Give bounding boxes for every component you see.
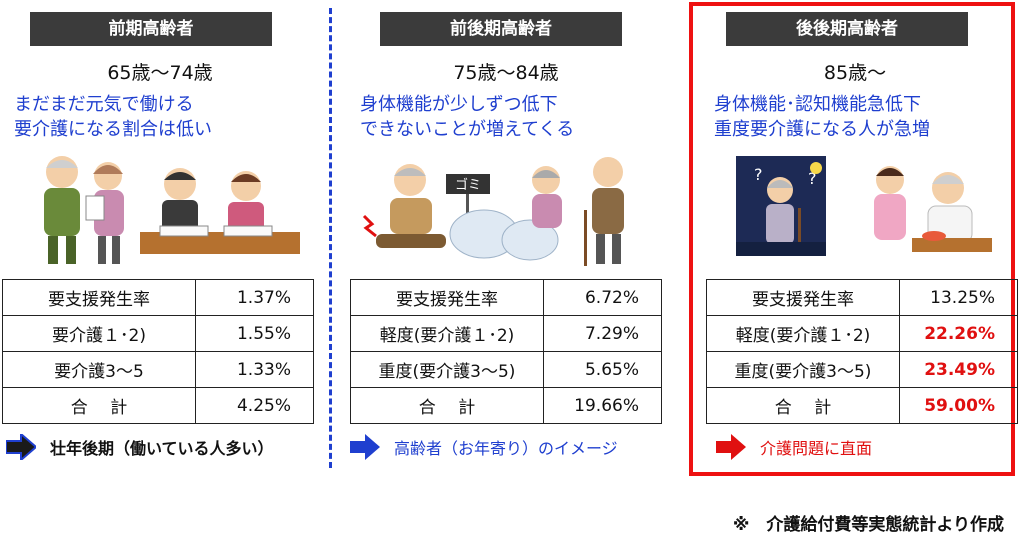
table-row: 軽度(要介護１･2) 22.26% [706,315,1018,352]
source-note: ※ 介護給付費等実態統計より作成 [732,515,1004,535]
arrow-right-icon [716,434,746,460]
description: まだまだ元気で働ける 要介護になる割合は低い [14,94,212,140]
svg-text:?: ? [754,165,763,184]
age-range: 85歳～ [823,62,887,84]
table-row: 要介護3～5 1.33% [2,351,314,388]
table-row: 合 計 59.00% [706,387,1018,424]
dashed-divider [329,8,332,468]
age-range: 65歳～74歳 [107,62,213,84]
table-row: 要支援発生率 1.37% [2,279,314,316]
table-row: 合 計 19.66% [350,387,662,424]
sign-label: ゴミ [455,177,481,193]
column-late-elderly: 後後期高齢者 85歳～ 身体機能･認知機能急低下 重度要介護になる人が急増 ? … [690,0,1020,480]
table-row: 重度(要介護3～5) 5.65% [350,351,662,388]
working-seniors-illustration [44,156,300,264]
table-row: 重度(要介護3～5) 23.49% [706,351,1018,388]
description: 身体機能が少しずつ低下 できないことが増えてくる [360,94,575,140]
table-row: 要介護１･2) 1.55% [2,315,314,352]
table-row: 要支援発生率 6.72% [350,279,662,316]
arrow-right-icon [350,434,380,460]
stats-table: 要支援発生率 1.37% 要介護１･2) 1.55% 要介護3～5 1.33% … [2,279,314,424]
stats-table: 要支援発生率 6.72% 軽度(要介護１･2) 7.29% 重度(要介護3～5)… [350,279,662,424]
care-needed-illustration: ? ? [736,156,992,256]
description: 身体機能･認知機能急低下 重度要介護になる人が急増 [714,94,930,140]
highlight-frame [689,2,1015,476]
table-row: 要支援発生率 13.25% [706,279,1018,316]
footer-note: 壮年後期（働いている人多い） [6,432,274,462]
table-row: 合 計 4.25% [2,387,314,424]
age-range: 75歳～84歳 [453,62,559,84]
arrow-right-icon [6,434,36,460]
svg-text:?: ? [808,169,817,188]
column-header: 前後期高齢者 [380,12,622,46]
stats-table: 要支援発生率 13.25% 軽度(要介護１･2) 22.26% 重度(要介護3～… [706,279,1018,424]
column-header: 前期高齢者 [30,12,272,46]
table-row: 軽度(要介護１･2) 7.29% [350,315,662,352]
column-early-elderly: 前期高齢者 65歳～74歳 まだまだ元気で働ける 要介護になる割合は低い 要支援… [0,0,320,480]
footer-note: 高齢者（お年寄り）のイメージ [350,432,618,462]
column-mid-elderly: 前後期高齢者 75歳～84歳 身体機能が少しずつ低下 できないことが増えてくる … [346,0,666,480]
column-header: 後後期高齢者 [726,12,968,46]
footer-note: 介護問題に直面 [716,432,872,462]
declining-seniors-illustration: ゴミ [362,157,624,266]
